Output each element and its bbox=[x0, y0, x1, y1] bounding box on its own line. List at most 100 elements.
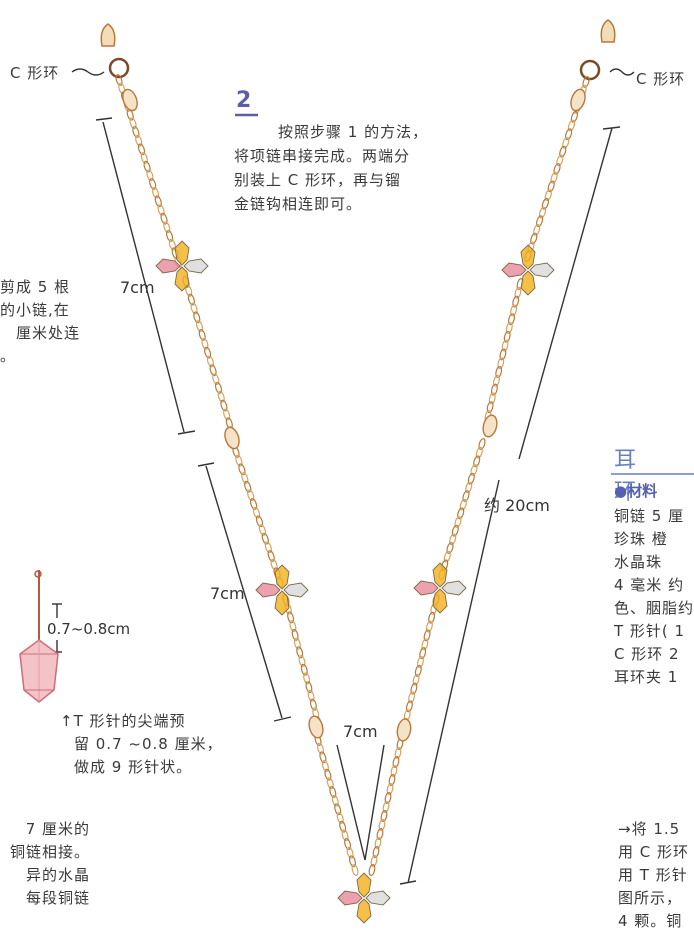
chain-link bbox=[298, 655, 306, 667]
chain-link bbox=[209, 364, 217, 377]
chain-link bbox=[562, 137, 570, 149]
text-line: →将 1.5 bbox=[618, 820, 681, 838]
dim-tick bbox=[602, 126, 621, 130]
dim-line-v-right bbox=[364, 744, 385, 861]
chain-link bbox=[428, 611, 436, 624]
chain-link bbox=[255, 515, 264, 528]
dimension-label-7cm: 7cm bbox=[120, 278, 155, 297]
material-line: 水晶珠 bbox=[614, 553, 663, 571]
chain-link bbox=[514, 286, 522, 299]
chain-link bbox=[582, 76, 590, 88]
chain-link bbox=[206, 355, 214, 368]
material-line: 铜链 5 厘 bbox=[614, 507, 685, 525]
dim-line-right-top bbox=[518, 127, 613, 460]
step-number: 2 bbox=[236, 88, 252, 113]
dim-line-left-top bbox=[102, 121, 185, 433]
chain-link bbox=[132, 126, 140, 138]
chain-link bbox=[204, 346, 212, 359]
chain-link bbox=[394, 747, 402, 759]
chain-link bbox=[264, 541, 272, 554]
chain-link bbox=[331, 794, 339, 807]
crystal-bead bbox=[529, 262, 555, 278]
chain-link bbox=[157, 204, 165, 216]
bead-clusters bbox=[155, 240, 555, 924]
chain-oval-link bbox=[396, 718, 412, 742]
chain-link bbox=[390, 765, 398, 777]
chain-link bbox=[212, 373, 220, 386]
crystal-bead bbox=[337, 890, 363, 906]
crystal-bead bbox=[432, 588, 448, 614]
chain-link bbox=[168, 238, 177, 251]
chain-link bbox=[412, 673, 420, 686]
chain-link bbox=[372, 846, 380, 858]
chain-link bbox=[336, 812, 344, 824]
chain-link bbox=[149, 178, 157, 190]
chain-link bbox=[291, 628, 299, 641]
crystal-bead bbox=[274, 590, 290, 616]
chain-link bbox=[388, 774, 396, 786]
chain-link bbox=[488, 392, 496, 405]
chain-link bbox=[443, 550, 451, 563]
chain-link bbox=[473, 455, 481, 468]
dim-tick bbox=[95, 117, 113, 121]
dim-tick bbox=[273, 716, 292, 722]
chain-link bbox=[386, 783, 394, 795]
chain-link bbox=[419, 647, 427, 660]
bottom-left-text: 7 厘米的 铜链相接。 异的水晶 每段铜链 bbox=[4, 818, 90, 910]
chain-link bbox=[538, 206, 547, 219]
chain-link bbox=[267, 550, 275, 562]
crystal-bead bbox=[174, 266, 190, 292]
chain-link bbox=[249, 498, 258, 510]
chain-link bbox=[392, 756, 400, 768]
earring-materials: ●材料 铜链 5 厘 珍珠 橙 水晶珠 4 毫米 约 色、胭脂约 T 形针( 1… bbox=[614, 480, 694, 689]
chain-link bbox=[421, 638, 429, 651]
chain-link bbox=[193, 311, 201, 324]
chain-link bbox=[535, 215, 544, 228]
crystal-bead bbox=[520, 270, 536, 296]
chain-link bbox=[238, 463, 246, 476]
chain-link bbox=[163, 221, 171, 234]
c-ring-label-left: C 形环 bbox=[10, 64, 60, 82]
text-line: 4 颗。铜 bbox=[618, 912, 683, 930]
chain-link bbox=[346, 846, 354, 859]
text-line: 做成 9 形针状。 bbox=[74, 758, 193, 776]
chain-link bbox=[151, 186, 160, 199]
chain-link bbox=[454, 516, 462, 528]
chain-link bbox=[544, 189, 552, 201]
dim-tick bbox=[399, 880, 417, 885]
chain-oval-link bbox=[482, 414, 498, 438]
c-ring bbox=[579, 59, 601, 81]
crystal-bead bbox=[356, 898, 372, 924]
chain-link bbox=[217, 390, 225, 403]
chain-link bbox=[135, 134, 143, 147]
chain-link bbox=[459, 498, 467, 511]
chain-link bbox=[376, 828, 384, 840]
crystal-bead bbox=[520, 244, 536, 270]
chain-link bbox=[503, 330, 511, 343]
chain-link bbox=[478, 438, 486, 450]
chain-link bbox=[270, 558, 278, 571]
chain-link bbox=[214, 381, 223, 394]
crystal-bead bbox=[283, 582, 309, 598]
chain-link bbox=[137, 143, 146, 156]
chain-link bbox=[129, 117, 137, 130]
chain-link bbox=[247, 489, 255, 502]
chain-link bbox=[490, 383, 498, 396]
chain-link bbox=[198, 328, 206, 341]
dim-line-right-bottom bbox=[407, 479, 500, 884]
material-line: 色、胭脂约 bbox=[614, 599, 694, 617]
chain-link bbox=[564, 128, 573, 141]
crystal-bead bbox=[255, 582, 281, 598]
material-line: 4 毫米 约 bbox=[614, 576, 685, 594]
chain-link bbox=[300, 663, 308, 676]
dimension-label-7cm: 7cm bbox=[210, 584, 245, 603]
chain-link bbox=[405, 700, 413, 713]
crystal-bead bbox=[413, 580, 439, 596]
crystal-bead bbox=[441, 580, 467, 596]
necklace-chains bbox=[100, 19, 616, 876]
material-line: T 形针( 1 bbox=[614, 622, 686, 640]
chain-link bbox=[293, 637, 301, 650]
chain-link bbox=[382, 801, 390, 813]
chain-link bbox=[339, 820, 347, 833]
chain-link bbox=[541, 197, 550, 210]
